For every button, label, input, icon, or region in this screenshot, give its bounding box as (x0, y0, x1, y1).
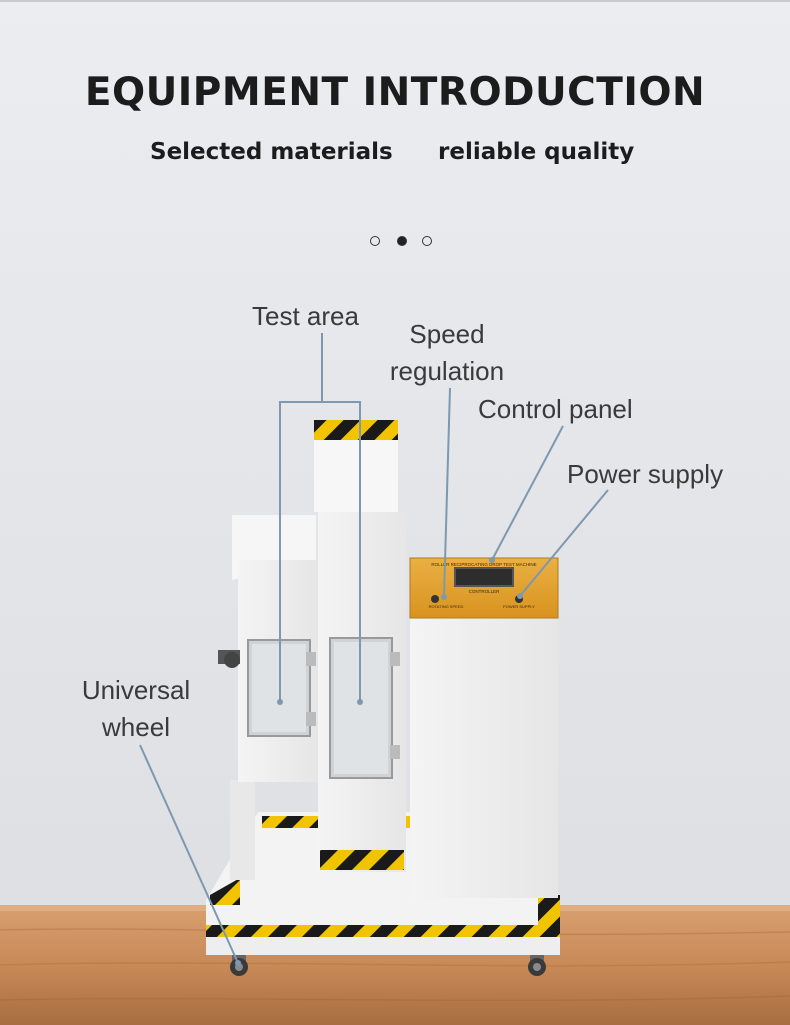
subtitle-left: Selected materials (150, 139, 393, 165)
callout-wheel-line1: Universal (81, 675, 191, 705)
carousel-dot-1[interactable] (370, 236, 380, 246)
callout-power-supply: Power supply (567, 459, 724, 489)
page-subtitle: Selected materials reliable quality (0, 139, 790, 169)
panel-title: ROLLER RECIPROCATING DROP TEST MACHINE (431, 562, 536, 567)
subtitle-right: reliable quality (438, 139, 635, 165)
callout-speed-regulation: Speed regulation (385, 316, 509, 390)
callout-wheel-line2: wheel (102, 712, 170, 742)
callout-speed-line1: Speed (409, 319, 485, 349)
drop-column (306, 420, 406, 872)
page-title: EQUIPMENT INTRODUCTION (84, 70, 706, 115)
left-test-chamber (218, 515, 318, 782)
callout-endpoints (235, 557, 523, 966)
support-leg (230, 780, 255, 880)
callout-control-panel: Control panel (478, 394, 633, 424)
top-divider (0, 0, 790, 2)
control-cabinet: ROLLER RECIPROCATING DROP TEST MACHINE C… (409, 557, 559, 898)
callout-universal-wheel: Universal wheel (76, 672, 196, 746)
carousel-dot-3[interactable] (422, 236, 432, 246)
panel-controller: CONTROLLER (469, 589, 501, 594)
panel-rotating-speed: ROTATING SPEED (429, 604, 464, 609)
panel-power-supply: POWER SUPPLY (503, 604, 535, 609)
callout-test-area: Test area (252, 301, 359, 331)
callout-speed-line2: regulation (389, 356, 505, 386)
callout-lines (139, 333, 609, 964)
universal-wheel-icon (230, 955, 546, 976)
carousel-dot-2[interactable] (397, 236, 407, 246)
